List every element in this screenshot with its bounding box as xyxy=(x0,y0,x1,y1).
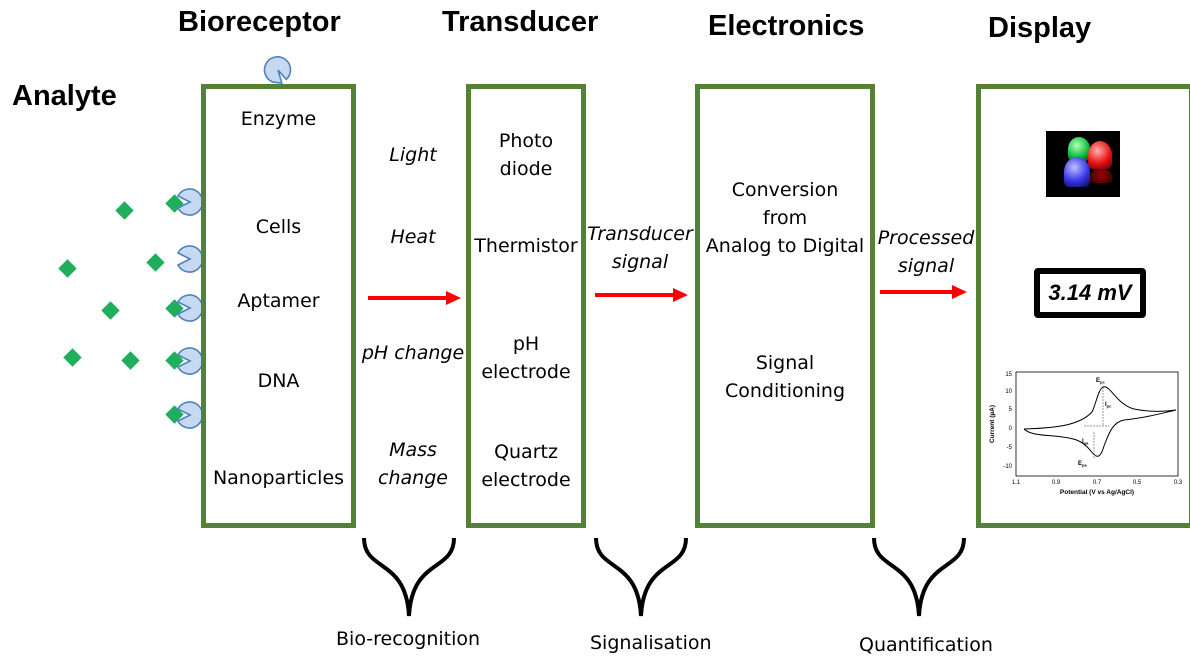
signal-ph-change: pH change xyxy=(361,342,465,364)
electronics-item-conversion: Conversion from Analog to Digital xyxy=(705,179,865,257)
transducer-signal-label: Transducer signal xyxy=(587,223,693,273)
brace-label-quantification: Quantification xyxy=(859,634,993,656)
brace-quantification xyxy=(872,537,966,617)
analyte-diamond xyxy=(58,259,77,278)
y-tick-label: 10 xyxy=(1005,389,1012,395)
signal-mass-change: Mass change xyxy=(378,439,448,489)
analyte-diamond xyxy=(121,351,140,370)
annotation-epc: Epc xyxy=(1096,378,1105,385)
x-tick-label: 0.7 xyxy=(1093,480,1102,486)
brace-bio-recognition xyxy=(362,537,456,617)
y-tick-label: -10 xyxy=(1003,464,1012,470)
annotation-ipc: Ipc xyxy=(1105,402,1112,409)
transducer-item-photodiode: Photo diode xyxy=(498,130,554,180)
x-axis-label: Potential (V vs Ag/AgCl) xyxy=(1060,489,1134,496)
brace-label-bio-recognition: Bio-recognition xyxy=(336,628,481,650)
transducer-title: Transducer xyxy=(442,6,599,38)
analyte-diamond xyxy=(146,253,165,272)
y-tick-label: -5 xyxy=(1007,445,1013,451)
analyte-diamond xyxy=(115,201,134,220)
arrow-electronics-to-display xyxy=(880,285,967,299)
receptor-icon xyxy=(263,56,292,84)
annotation-ipa: Ipa xyxy=(1082,439,1089,446)
processed-signal-label: Processed signal xyxy=(877,227,975,277)
bioreceptor-item-cells: Cells xyxy=(255,216,302,238)
analyte-diamond xyxy=(101,301,120,320)
arrow-bio-to-transducer xyxy=(368,291,461,305)
x-tick-label: 1.1 xyxy=(1012,480,1021,486)
transducer-box: Photo diode Thermistor pH electrode Quar… xyxy=(466,84,586,528)
bioreceptor-item-enzyme: Enzyme xyxy=(240,108,317,130)
arrow-transducer-to-electronics xyxy=(595,288,688,302)
electronics-item-signal-conditioning: Signal Conditioning xyxy=(724,352,846,402)
annotation-epa: Epa xyxy=(1078,461,1087,468)
signal-light: Light xyxy=(389,144,437,166)
brace-signalisation xyxy=(594,537,688,617)
electronics-title: Electronics xyxy=(708,10,865,42)
x-tick-label: 0.9 xyxy=(1052,480,1061,486)
bioreceptor-item-aptamer: Aptamer xyxy=(237,290,320,312)
voltammogram-plot: 15 10 5 0 -5 -10 1.1 0.9 0.7 0.5 0.3 Pot… xyxy=(989,371,1183,496)
y-axis-label: Current (µA) xyxy=(989,405,996,443)
bioreceptor-box: Enzyme Cells Aptamer DNA Nanoparticles xyxy=(201,84,356,528)
display-title: Display xyxy=(988,12,1092,44)
transducer-item-ph-electrode: pH electrode xyxy=(481,333,571,383)
x-tick-label: 0.5 xyxy=(1133,480,1142,486)
bioreceptor-title: Bioreceptor xyxy=(178,6,341,38)
analyte-label: Analyte xyxy=(12,80,117,112)
analyte-diamond xyxy=(63,348,82,367)
display-value: 3.14 mV xyxy=(1048,280,1132,305)
y-tick-label: 15 xyxy=(1005,372,1012,378)
led-image xyxy=(1046,131,1120,197)
y-tick-label: 5 xyxy=(1009,407,1013,413)
display-value-box: 3.14 mV xyxy=(1034,268,1146,318)
bioreceptor-item-dna: DNA xyxy=(257,370,300,392)
transducer-item-quartz-electrode: Quartz electrode xyxy=(481,441,571,491)
x-tick-label: 0.3 xyxy=(1174,480,1183,486)
y-tick-label: 0 xyxy=(1009,426,1013,432)
brace-label-signalisation: Signalisation xyxy=(590,632,712,654)
bioreceptor-item-nanoparticles: Nanoparticles xyxy=(212,467,345,489)
transducer-item-thermistor: Thermistor xyxy=(474,235,578,257)
electronics-box: Conversion from Analog to Digital Signal… xyxy=(695,84,875,528)
signal-heat: Heat xyxy=(390,226,436,248)
